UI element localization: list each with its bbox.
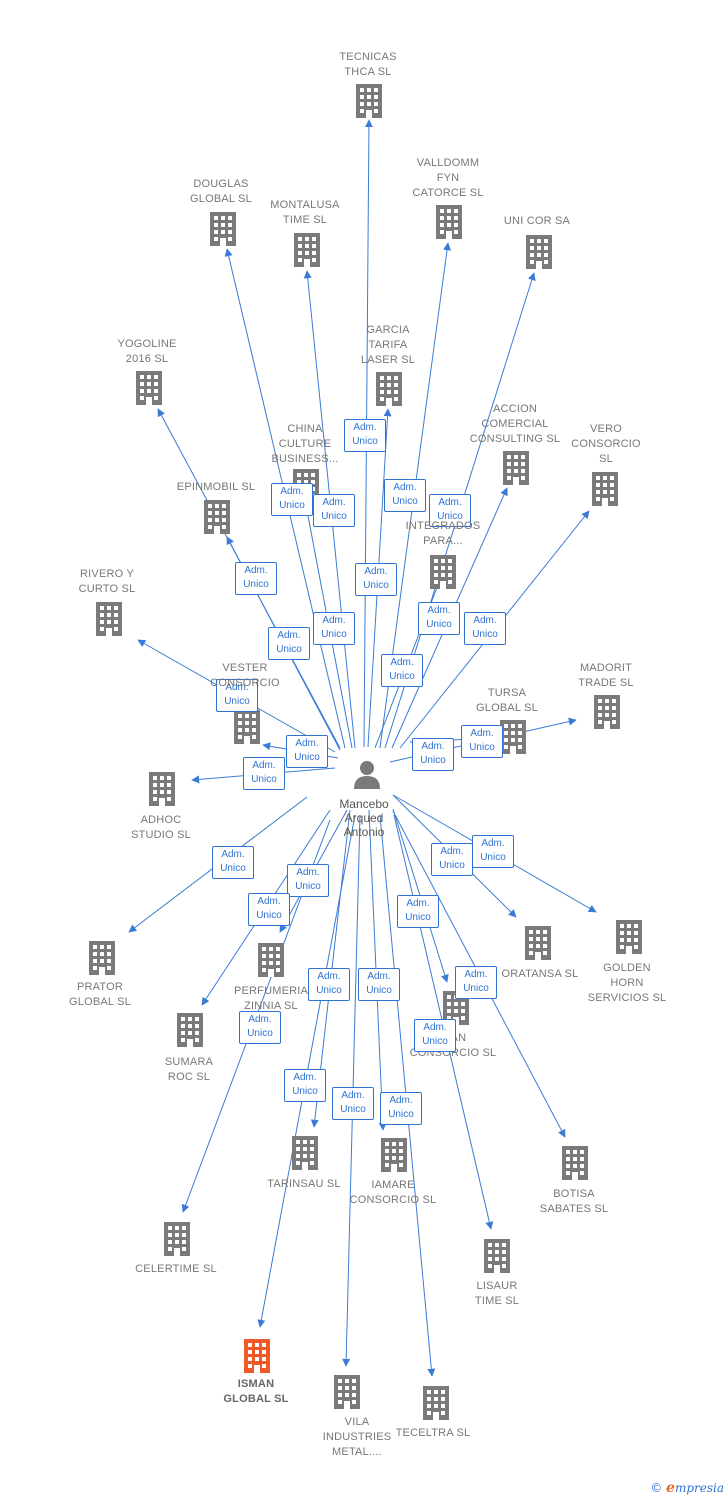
building-icon-perfumeria[interactable] [258, 943, 284, 977]
company-label-golden-horn[interactable]: GOLDEN HORN SERVICIOS SL [587, 962, 667, 1004]
role-badge-vero[interactable]: Adm. Unico [464, 612, 506, 645]
role-badge-lisaur[interactable]: Adm. Unico [414, 1019, 456, 1052]
building-icon-teceltra[interactable] [423, 1386, 449, 1420]
person-icon[interactable] [354, 761, 380, 789]
building-icon-yogoline[interactable] [136, 371, 162, 405]
company-label-botisa[interactable]: BOTISA SABATES SL [539, 1188, 609, 1215]
company-label-iamare[interactable]: IAMARE CONSORCIO SL [349, 1179, 437, 1206]
building-icon-iamare[interactable] [381, 1138, 407, 1172]
building-icon-botisa[interactable] [562, 1146, 588, 1180]
building-icon-celertime[interactable] [164, 1222, 190, 1256]
company-label-isman[interactable]: ISMAN GLOBAL SL [223, 1378, 289, 1405]
company-label-uni-cor[interactable]: UNI COR SA [503, 215, 571, 227]
nodes-layer [89, 84, 642, 1420]
building-icon-sumara[interactable] [177, 1013, 203, 1047]
building-icon-isman[interactable] [244, 1339, 270, 1373]
role-badge-oratansa[interactable]: Adm. Unico [431, 843, 473, 876]
copyright-symbol: © [650, 1481, 663, 1495]
building-icon-madorit[interactable] [594, 695, 620, 729]
role-badge-tarinsau[interactable]: Adm. Unico [308, 968, 350, 1001]
role-badge-tursa[interactable]: Adm. Unico [412, 738, 454, 771]
company-label-yogoline[interactable]: YOGOLINE 2016 SL [117, 338, 177, 365]
building-icon-rivero[interactable] [96, 602, 122, 636]
role-badge-china-culture[interactable]: Adm. Unico [268, 627, 310, 660]
role-badge-garcia-tarifa[interactable]: Adm. Unico [355, 563, 397, 596]
building-icon-tecnicas-thca[interactable] [356, 84, 382, 118]
role-badge-vila[interactable]: Adm. Unico [332, 1087, 374, 1120]
building-icon-montalusa[interactable] [294, 233, 320, 267]
company-label-china-culture[interactable]: CHINA CULTURE BUSINESS... [271, 423, 339, 465]
company-label-tecnicas-thca[interactable]: TECNICAS THCA SL [339, 51, 397, 78]
building-icon-lisaur[interactable] [484, 1239, 510, 1273]
brand-name: mpresia [674, 1481, 724, 1495]
role-badge-vester[interactable]: Adm. Unico [286, 735, 328, 768]
company-label-douglas[interactable]: DOUGLAS GLOBAL SL [190, 178, 252, 205]
company-label-integrados[interactable]: INTEGRADOS PARA... [405, 520, 481, 547]
building-icon-epinmobil[interactable] [204, 500, 230, 534]
company-label-montalusa[interactable]: MONTALUSA TIME SL [270, 199, 340, 226]
building-icon-tursa[interactable] [500, 720, 526, 754]
role-badge-madorit[interactable]: Adm. Unico [461, 725, 503, 758]
company-label-vester[interactable]: VESTER CONSORCIO [210, 662, 280, 689]
role-badge-botisa[interactable]: Adm. Unico [455, 966, 497, 999]
building-icon-uni-cor[interactable] [526, 235, 552, 269]
building-icon-accion-comercial[interactable] [503, 451, 529, 485]
center-person-name[interactable]: Mancebo Arqued Antonio [339, 797, 389, 839]
building-icon-vila[interactable] [334, 1375, 360, 1409]
building-icon-vero[interactable] [592, 472, 618, 506]
role-badge-golden-horn[interactable]: Adm. Unico [472, 835, 514, 868]
company-label-prator[interactable]: PRATOR GLOBAL SL [69, 981, 131, 1008]
company-label-epinmobil[interactable]: EPINMOBIL SL [176, 481, 256, 493]
role-badge-valldomm[interactable]: Adm. Unico [384, 479, 426, 512]
role-badge-prator[interactable]: Adm. Unico [212, 846, 254, 879]
company-label-perfumeria[interactable]: PERFUMERIA ZINNIA SL [233, 985, 309, 1012]
role-badge-celertime[interactable]: Adm. Unico [239, 1011, 281, 1044]
role-badge-accion-comercial[interactable]: Adm. Unico [418, 602, 460, 635]
role-badge-iamare[interactable]: Adm. Unico [358, 968, 400, 1001]
building-icon-douglas[interactable] [210, 212, 236, 246]
brand-initial: e [666, 1480, 675, 1496]
company-label-garcia-tarifa[interactable]: GARCIA TARIFA LASER SL [360, 324, 416, 366]
company-label-adhoc[interactable]: ADHOC STUDIO SL [131, 814, 191, 841]
role-badge-isman[interactable]: Adm. Unico [284, 1069, 326, 1102]
company-label-vila[interactable]: VILA INDUSTRIES METAL.... [322, 1416, 392, 1458]
company-label-valldomm[interactable]: VALLDOMM FYN CATORCE SL [412, 157, 484, 199]
role-badge-uni-cor[interactable]: Adm. Unico [429, 494, 471, 527]
building-icon-prator[interactable] [89, 941, 115, 975]
brand-footer: © empresia [650, 1480, 724, 1496]
company-label-accion-comercial[interactable]: ACCION COMERCIAL CONSULTING SL [469, 403, 561, 445]
company-label-celertime[interactable]: CELERTIME SL [135, 1263, 217, 1275]
company-label-lisaur[interactable]: LISAUR TIME SL [474, 1280, 520, 1307]
building-icon-oratansa[interactable] [525, 926, 551, 960]
building-icon-tarinsau[interactable] [292, 1136, 318, 1170]
building-icon-valldomm[interactable] [436, 205, 462, 239]
role-badge-douglas[interactable]: Adm. Unico [271, 483, 313, 516]
building-icon-golden-horn[interactable] [616, 920, 642, 954]
building-icon-vester[interactable] [234, 710, 260, 744]
role-badge-sumara[interactable]: Adm. Unico [248, 893, 290, 926]
building-icon-adhoc[interactable] [149, 772, 175, 806]
role-badge-montalusa[interactable]: Adm. Unico [313, 494, 355, 527]
role-badge-vian[interactable]: Adm. Unico [397, 895, 439, 928]
company-label-tarinsau[interactable]: TARINSAU SL [267, 1178, 341, 1190]
building-icon-integrados[interactable] [430, 555, 456, 589]
role-badge-adhoc[interactable]: Adm. Unico [243, 757, 285, 790]
role-badge-perfumeria[interactable]: Adm. Unico [287, 864, 329, 897]
role-badge-epinmobil[interactable]: Adm. Unico [313, 612, 355, 645]
company-label-sumara[interactable]: SUMARA ROC SL [164, 1056, 214, 1083]
building-icon-garcia-tarifa[interactable] [376, 372, 402, 406]
company-label-tursa[interactable]: TURSA GLOBAL SL [476, 687, 538, 714]
company-label-oratansa[interactable]: ORATANSA SL [501, 968, 579, 980]
company-label-madorit[interactable]: MADORIT TRADE SL [578, 662, 634, 689]
role-badge-yogoline[interactable]: Adm. Unico [235, 562, 277, 595]
role-badge-integrados[interactable]: Adm. Unico [381, 654, 423, 687]
role-badge-tecnicas-thca[interactable]: Adm. Unico [344, 419, 386, 452]
role-badge-teceltra[interactable]: Adm. Unico [380, 1092, 422, 1125]
role-badge-rivero[interactable]: Adm. Unico [216, 679, 258, 712]
company-label-vero[interactable]: VERO CONSORCIO SL [571, 423, 641, 465]
company-label-teceltra[interactable]: TECELTRA SL [395, 1427, 471, 1439]
company-label-rivero[interactable]: RIVERO Y CURTO SL [78, 568, 136, 595]
